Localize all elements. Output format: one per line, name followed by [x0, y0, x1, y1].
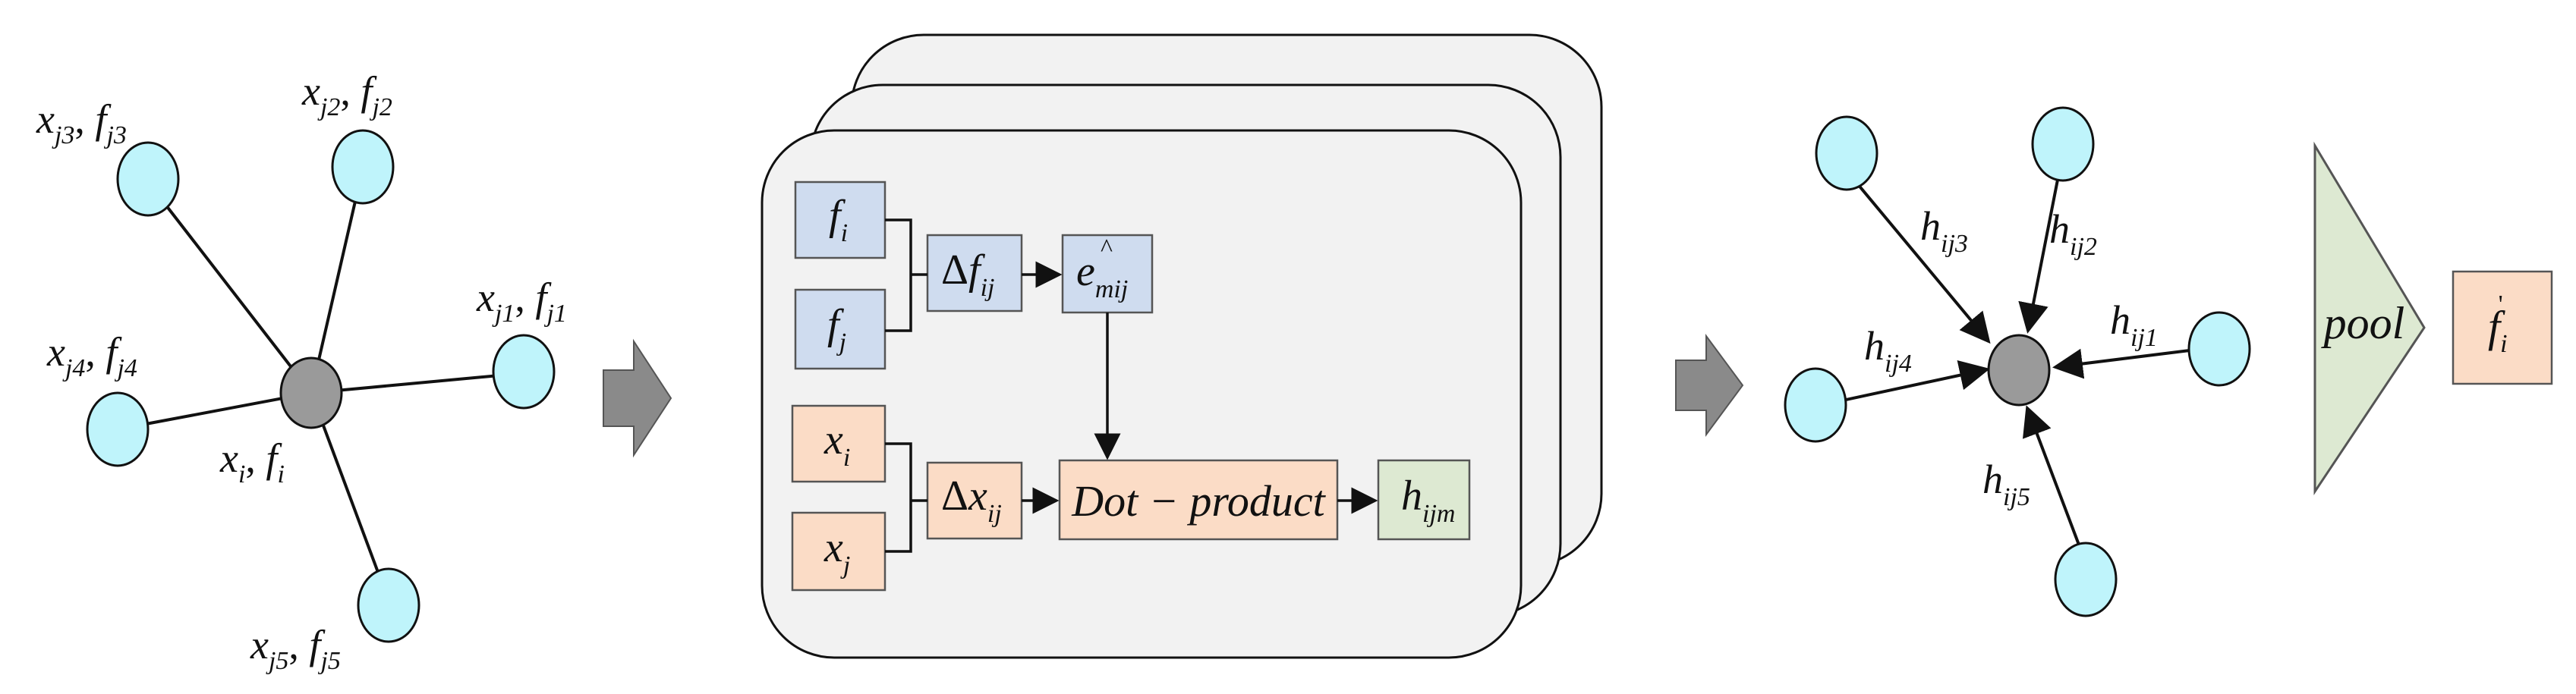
- edge-h-ij5: [2023, 405, 2087, 564]
- node-j1: [492, 334, 556, 410]
- pool-triangle: [2313, 141, 2426, 495]
- label-j1: xj1, fj1: [476, 275, 567, 328]
- node-j2: [331, 129, 395, 205]
- module-connectors: [885, 218, 1378, 553]
- node-r-j1: [2187, 311, 2251, 387]
- label-xi: xi: [824, 416, 850, 472]
- box-e-hat: [1061, 234, 1154, 314]
- edge-i-j5: [310, 392, 390, 601]
- label-j3: xj3, fj3: [36, 96, 127, 149]
- box-delta-x: [926, 461, 1023, 540]
- right-nodes: [1784, 106, 2251, 617]
- box-delta-f: [926, 234, 1023, 312]
- label-i-center: xi, fi: [219, 435, 285, 488]
- box-output-fi-prime: [2452, 270, 2553, 385]
- label-pool: pool: [2321, 298, 2405, 348]
- node-r-j3: [1815, 115, 1878, 191]
- left-nodes: [86, 129, 556, 643]
- module-boxes: [791, 181, 1471, 592]
- label-e-hat-caret: ^: [1101, 234, 1113, 262]
- label-e-hat: emij: [1076, 248, 1128, 303]
- edge-h-ij1: [2052, 348, 2190, 379]
- label-j2: xj2, fj2: [301, 68, 392, 121]
- label-h-ij4: hij4: [1864, 323, 1912, 378]
- label-h-ij5: hij5: [1982, 457, 2030, 511]
- node-j5: [357, 567, 420, 643]
- edge-i-j3: [146, 181, 313, 394]
- label-h-ij1: hij1: [2110, 297, 2158, 352]
- box-xj: [791, 511, 886, 592]
- node-j3: [116, 141, 180, 217]
- label-h-ij3: hij3: [1920, 203, 1968, 258]
- left-neighborhood-graph: [117, 168, 524, 601]
- node-r-j5: [2054, 542, 2118, 617]
- box-fj: [794, 288, 886, 370]
- module-stack: [761, 33, 1603, 659]
- label-xj: xj: [824, 524, 850, 579]
- node-i-center: [279, 356, 343, 429]
- node-j4: [86, 391, 150, 467]
- label-dot-product: Dot − product: [1071, 476, 1326, 526]
- flow-arrow-2: [1675, 333, 1744, 438]
- node-r-center: [1987, 334, 2051, 407]
- label-h-out: hijm: [1401, 473, 1455, 528]
- box-dot-product: [1058, 459, 1339, 541]
- node-r-j4: [1784, 367, 1847, 443]
- edge-h-ij2: [2018, 175, 2060, 334]
- edge-i-j2: [310, 168, 364, 394]
- label-j4: xj4, fj4: [46, 329, 137, 382]
- box-h-out: [1377, 459, 1471, 541]
- edge-i-j1: [310, 372, 524, 394]
- node-r-j2: [2031, 106, 2095, 182]
- label-output: fi': [2488, 290, 2508, 358]
- flow-arrow-1: [603, 338, 672, 458]
- label-delta-x: Δxij: [941, 473, 1002, 528]
- edge-h-ij3: [1848, 173, 1991, 344]
- bracket-x: [885, 442, 912, 553]
- label-h-ij2: hij2: [2049, 206, 2097, 261]
- edge-i-j4: [117, 391, 312, 431]
- label-j5: xj5, fj5: [250, 622, 341, 675]
